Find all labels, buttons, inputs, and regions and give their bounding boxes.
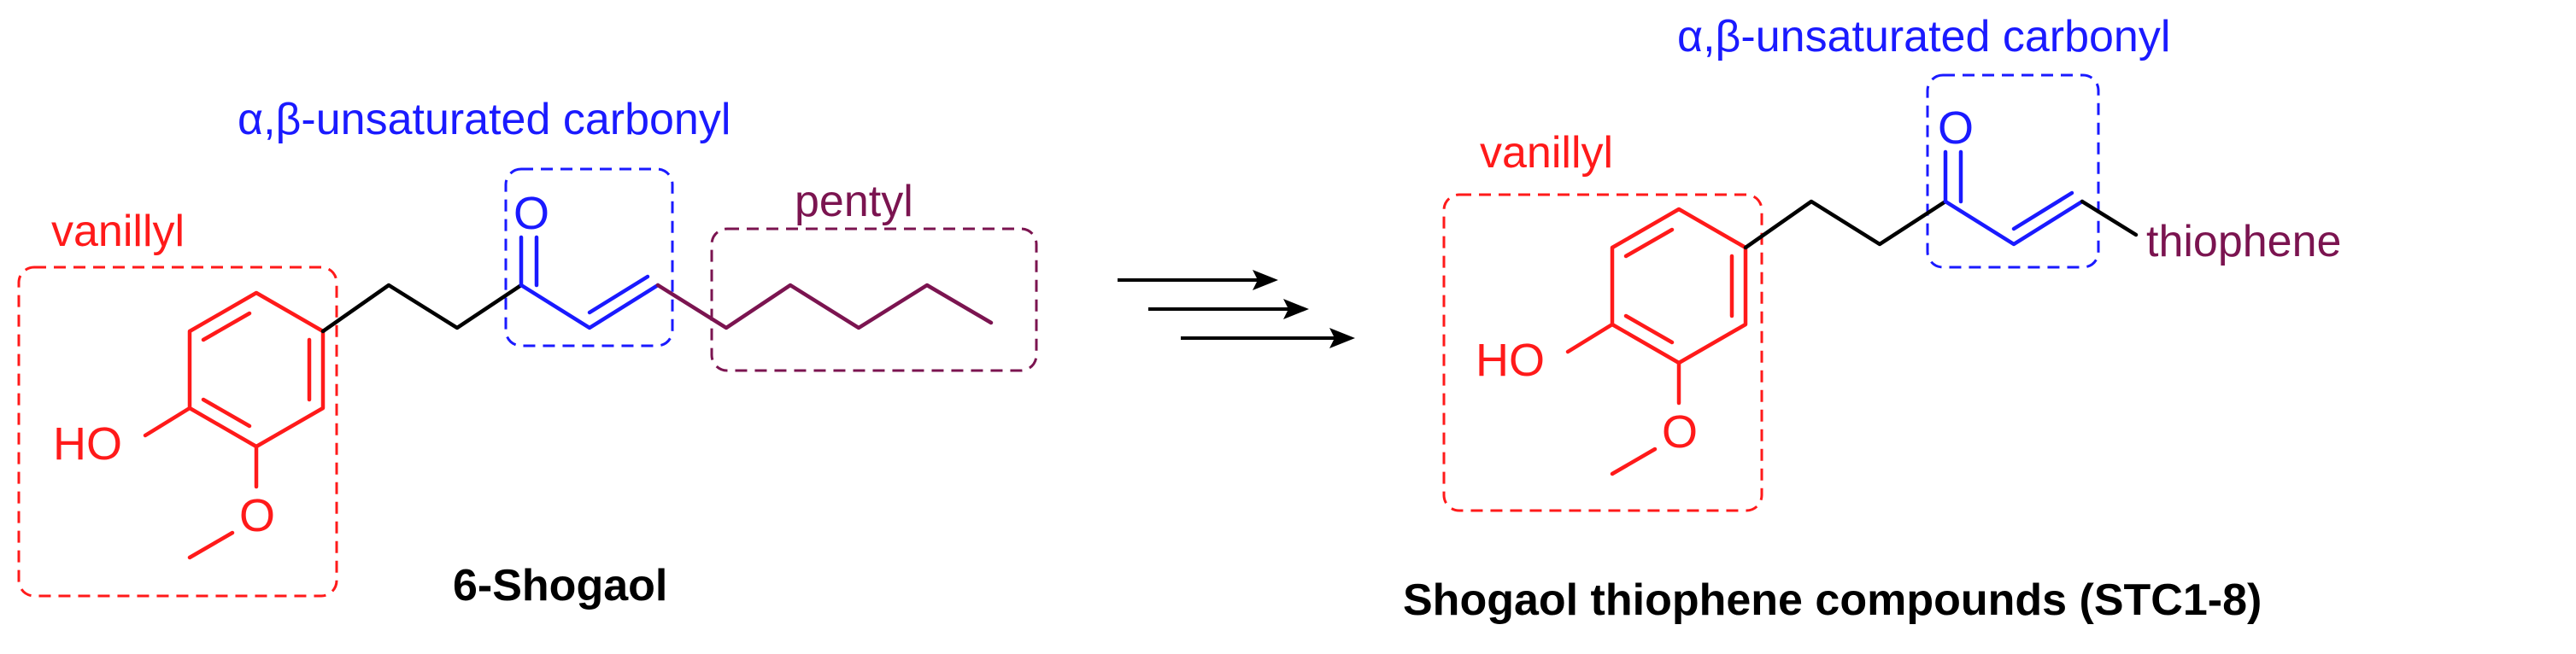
pentyl-chain (655, 283, 994, 330)
thiophene-bond (2080, 199, 2139, 237)
enone-system (519, 235, 660, 330)
benzene-ring (1610, 207, 1748, 365)
enone-system (1943, 149, 2085, 247)
hydroxyl-atom: HO (53, 418, 122, 470)
carbonyl-box (1926, 73, 2100, 269)
carbonyl-label: α,β-unsaturated carbonyl (1677, 12, 2170, 61)
ethyl-linker (1743, 199, 1948, 250)
vanillyl-label: vanillyl (51, 207, 185, 256)
vanillyl-box (17, 266, 338, 598)
carbonyl-box (504, 167, 674, 347)
shogaol-caption: 6-Shogaol (453, 561, 667, 610)
ethyl-linker (320, 283, 524, 334)
methoxy-oxygen-atom: O (239, 490, 275, 541)
phenol-substituents (1565, 322, 1681, 476)
multi-step-arrows-icon (1118, 270, 1355, 348)
methoxy-oxygen-atom: O (1662, 406, 1698, 458)
thiophene-label: thiophene (2146, 217, 2341, 266)
pentyl-label: pentyl (795, 177, 913, 226)
carbonyl-oxygen-atom: O (1938, 102, 1974, 154)
stc-structure: vanillyl α,β-unsaturated carbonyl HO O O (1403, 12, 2341, 625)
stc-caption: Shogaol thiophene compounds (STC1-8) (1403, 575, 2262, 625)
benzene-ring (187, 290, 326, 449)
pentyl-box (710, 227, 1038, 372)
vanillyl-label: vanillyl (1480, 128, 1613, 178)
vanillyl-box (1442, 193, 1763, 512)
shogaol-structure: vanillyl α,β-unsaturated carbonyl pentyl… (17, 95, 1038, 610)
phenol-substituents (143, 406, 259, 560)
carbonyl-label: α,β-unsaturated carbonyl (238, 95, 731, 144)
hydroxyl-atom: HO (1476, 335, 1545, 386)
carbonyl-oxygen-atom: O (513, 188, 549, 239)
